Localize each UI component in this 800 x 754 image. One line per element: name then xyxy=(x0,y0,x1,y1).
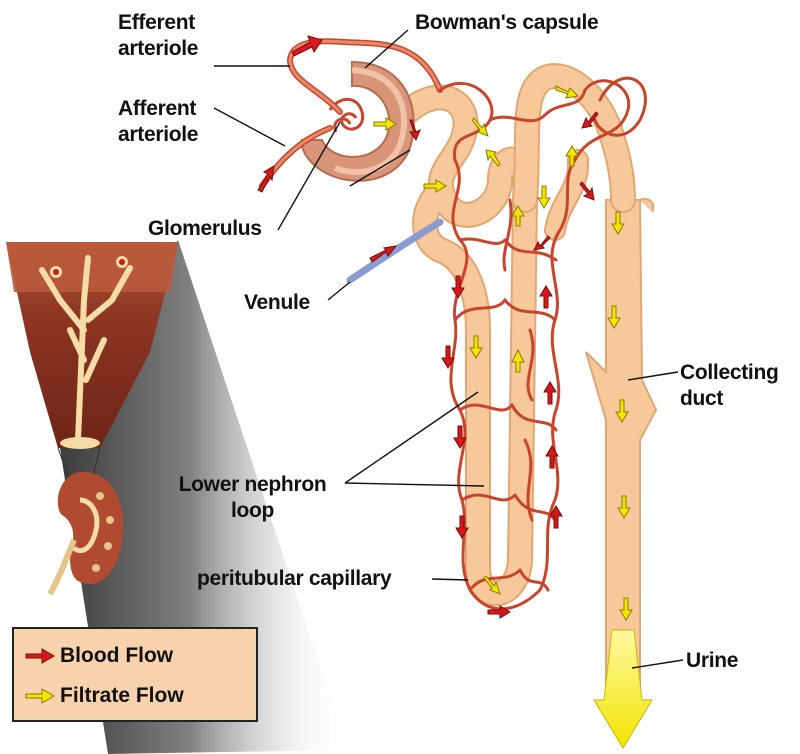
urine-arrow xyxy=(593,629,653,749)
collecting-duct-tubule xyxy=(585,198,658,749)
filtrate-arrow xyxy=(619,597,633,621)
blood-arrow xyxy=(369,245,398,263)
filtrate-arrow xyxy=(607,305,621,329)
efferent-arteriole-label: Efferent arteriole xyxy=(118,11,199,60)
bowmans-capsule-shape xyxy=(300,60,415,182)
blood-arrow xyxy=(539,285,553,309)
legend-filtrate-flow-text: Filtrate Flow xyxy=(60,684,184,707)
blood-arrow xyxy=(579,181,595,201)
filtrate-arrow xyxy=(373,117,397,131)
legend-blood-flow-text: Blood Flow xyxy=(60,644,174,667)
filtrate-arrow xyxy=(615,399,629,423)
filtrate-arrow xyxy=(611,211,625,235)
blood-arrow xyxy=(409,119,421,142)
collecting-duct-label: Collecting duct xyxy=(680,361,779,410)
filtrate-arrow xyxy=(485,149,501,167)
peritubular-capillary-label: peritubular capillary xyxy=(197,567,392,590)
blood-arrow xyxy=(451,275,465,299)
filtrate-arrow xyxy=(537,185,551,209)
bowmans-capsule-label: Bowman's capsule xyxy=(415,11,599,34)
blood-arrow xyxy=(453,425,467,449)
peritubular-capillary-network xyxy=(438,76,647,611)
filtrate-arrow xyxy=(423,179,447,193)
yellow-arrow-icon xyxy=(25,688,55,704)
filtrate-arrow xyxy=(483,575,501,595)
blood-arrow xyxy=(545,445,559,469)
blood-arrow xyxy=(549,505,563,529)
legend-filtrate-flow: Filtrate Flow xyxy=(24,681,184,711)
kidney-tissue-wedge xyxy=(6,242,178,449)
legend: Blood Flow Filtrate Flow xyxy=(12,627,258,722)
filtrate-arrow xyxy=(511,348,525,373)
blood-arrow xyxy=(581,111,599,129)
venule-vessel xyxy=(346,218,444,284)
red-arrow-icon xyxy=(25,648,55,664)
filtrate-arrow xyxy=(471,117,489,137)
blood-arrow xyxy=(257,165,275,193)
legend-blood-flow: Blood Flow xyxy=(24,641,173,671)
afferent-arteriole-label: Afferent arteriole xyxy=(118,97,199,146)
blood-arrow xyxy=(533,235,551,251)
kidney-icon xyxy=(47,447,124,596)
filtrate-flow-arrows xyxy=(373,85,633,621)
filtrate-arrow xyxy=(469,335,483,359)
filtrate-arrow xyxy=(617,495,631,519)
leader-lines xyxy=(213,29,684,669)
blood-flow-arrows xyxy=(257,35,599,619)
glomerulus-label: Glomerulus xyxy=(148,217,262,240)
filtrate-arrow xyxy=(565,145,579,167)
blood-arrow xyxy=(543,381,557,405)
filtrate-arrow xyxy=(511,205,525,227)
nephron-tubule xyxy=(397,63,636,607)
urine-label: Urine xyxy=(686,649,739,672)
blood-arrow xyxy=(291,35,323,57)
blood-arrow xyxy=(455,515,469,539)
blood-arrow xyxy=(487,605,511,619)
venule-label: Venule xyxy=(244,291,310,314)
lower-nephron-loop-label: Lower nephron loop xyxy=(178,473,327,522)
blood-arrow xyxy=(441,345,455,369)
filtrate-arrow xyxy=(555,85,580,99)
